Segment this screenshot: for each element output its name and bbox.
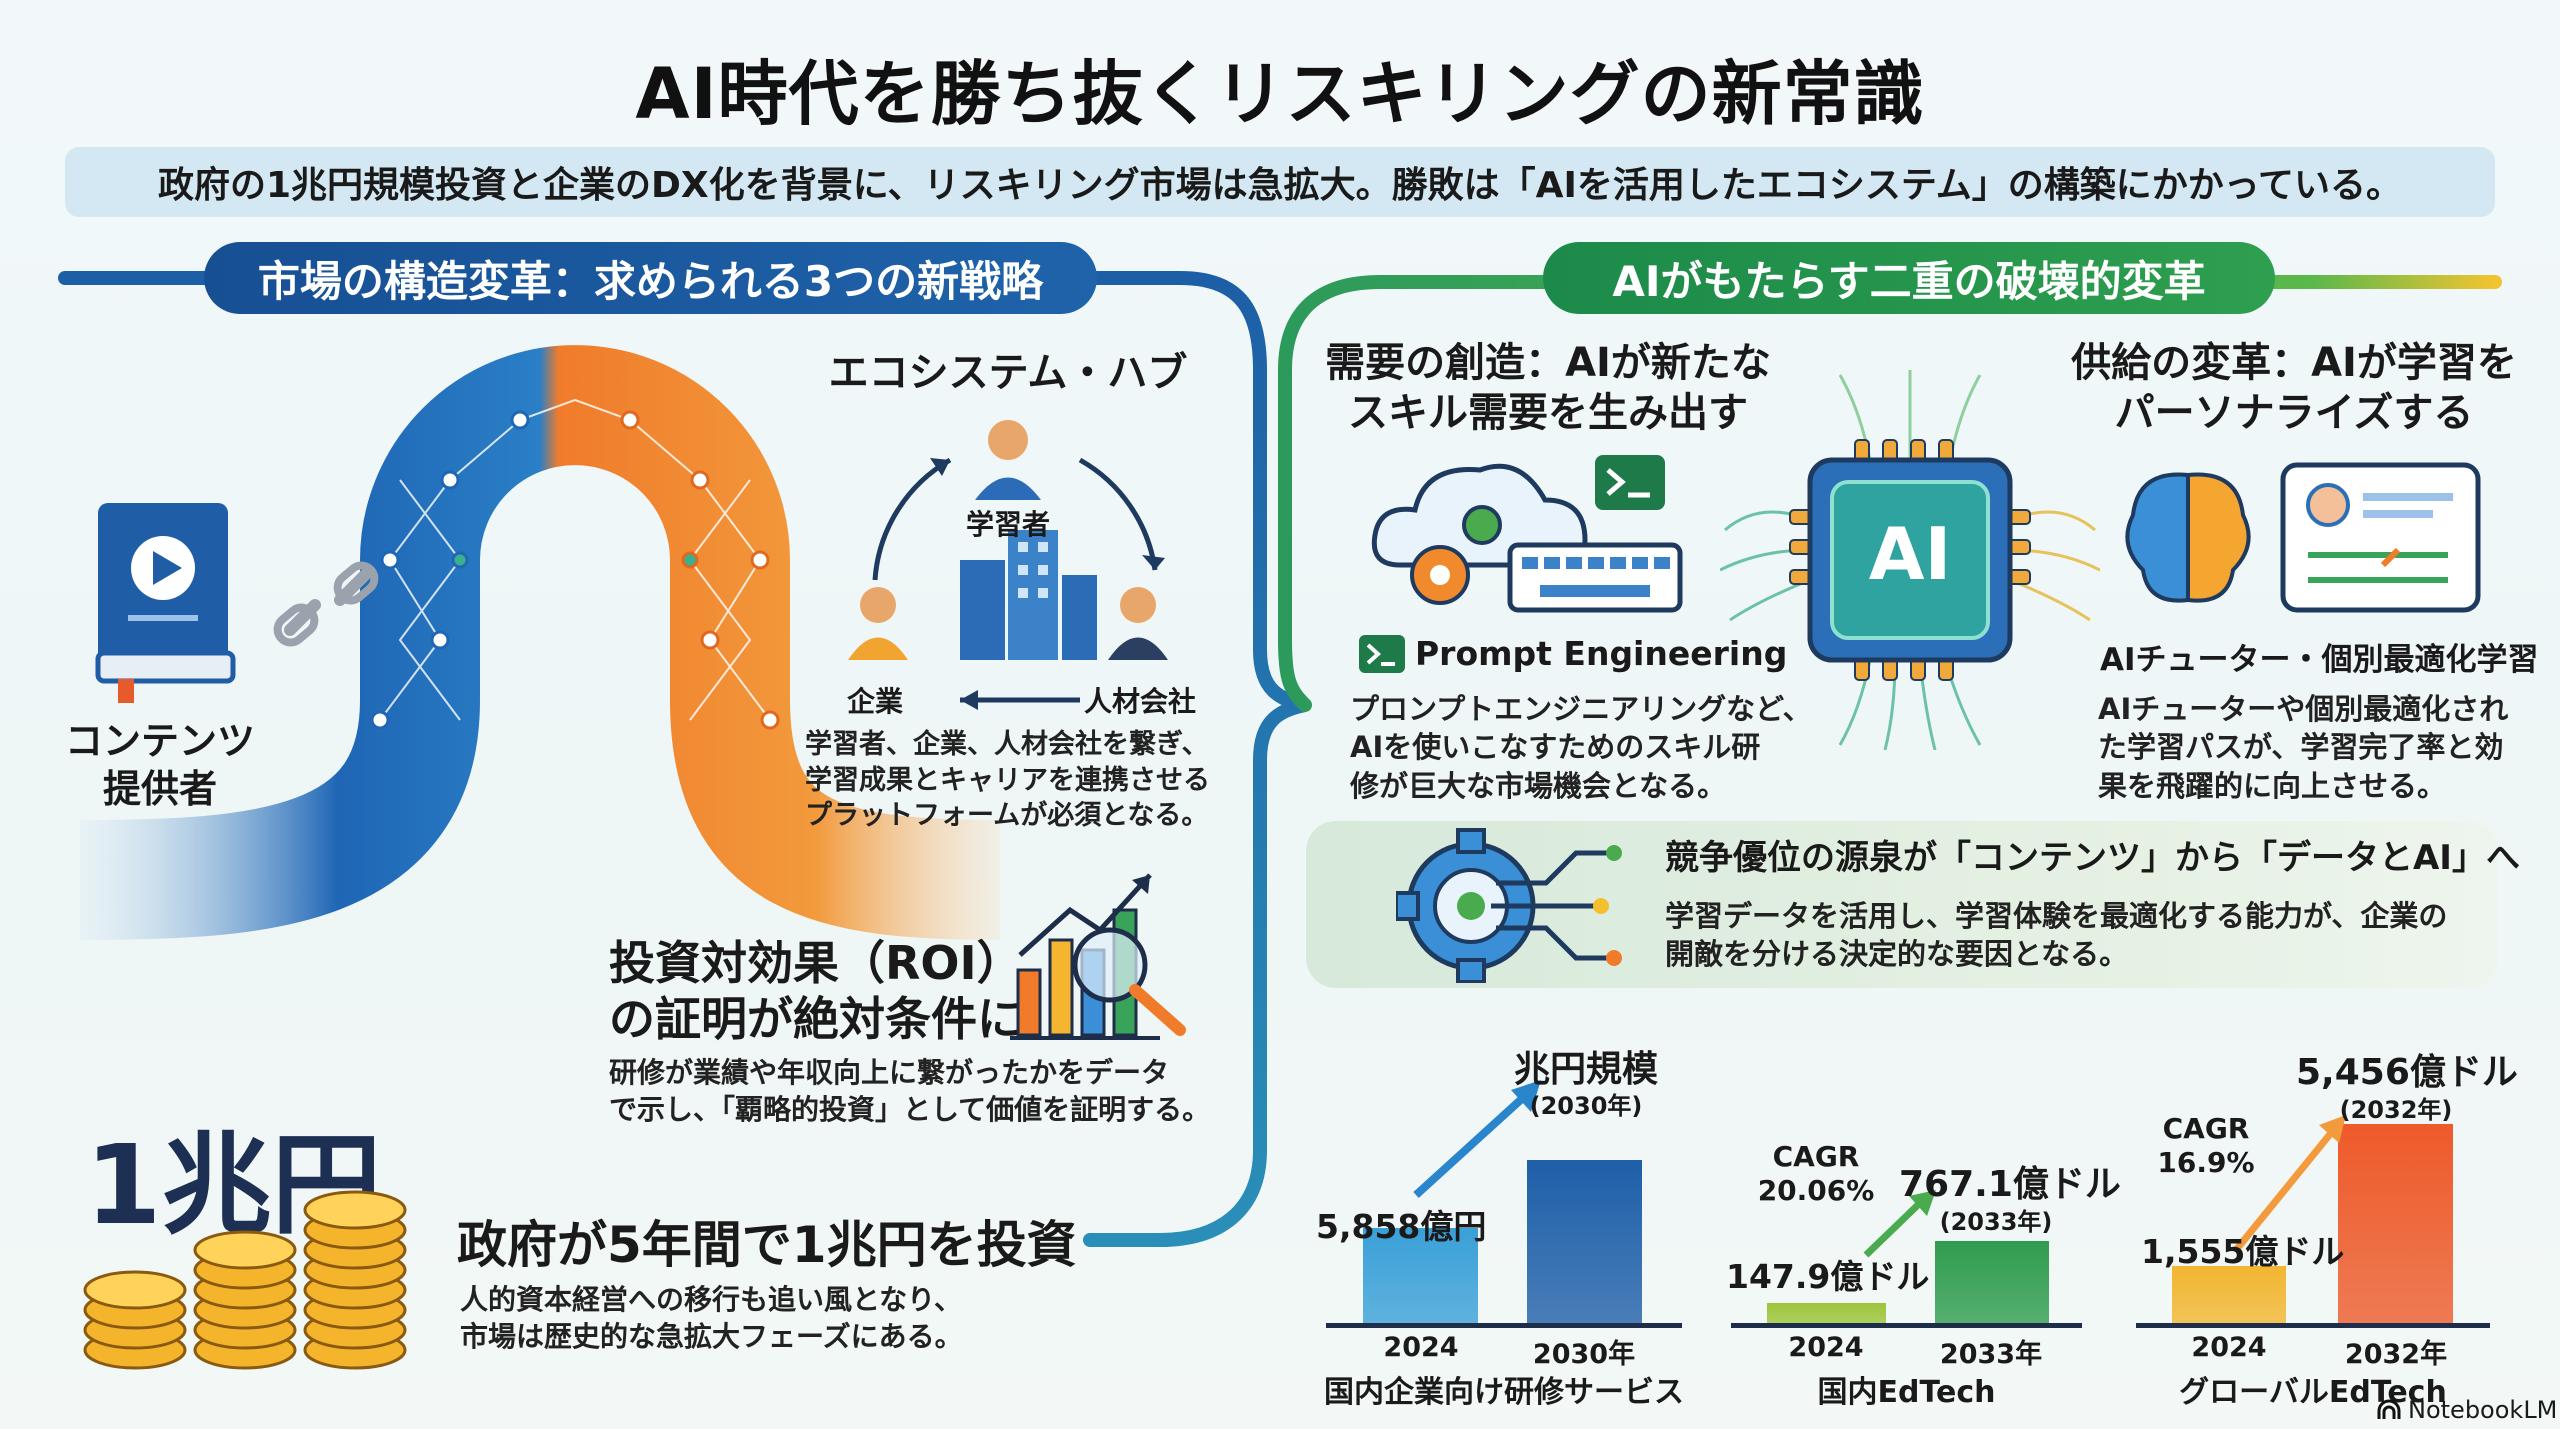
roi-desc-line: 研修が業績や年収向上に繋がったかをデータ xyxy=(609,1056,1170,1089)
ecosystem-cycle-icon xyxy=(848,420,1168,710)
hub-node-hr-company: 人材会社 xyxy=(1083,685,1196,718)
roi-chart-magnifier-icon xyxy=(1010,873,1186,1040)
right-section-title: AIがもたらす二重の破壊的変革 xyxy=(1543,242,2275,314)
prompt-engineering-label: Prompt Engineering xyxy=(1415,634,1788,673)
demand-description: プロンプトエンジニアリングなど、 AIを使いこなすためのスキル研 修が巨大な市場… xyxy=(1350,690,1812,805)
hub-desc-line: プラットフォームが必須となる。 xyxy=(805,800,1209,832)
cagr-label: CAGR xyxy=(2162,1112,2250,1145)
roi-title-line: 投資対効果（ROI） xyxy=(609,936,1023,990)
demand-desc-line: AIを使いこなすためのスキル研 xyxy=(1350,730,1761,765)
subtitle-banner: 政府の1兆円規模投資と企業のDX化を背景に、リスキリング市場は急拡大。勝敗は「A… xyxy=(65,147,2495,217)
value-sublabel-2033: (2033年) xyxy=(1939,1208,2053,1236)
demand-title-line: 需要の創造：AIが新たな xyxy=(1325,340,1771,386)
roi-title: 投資対効果（ROI） の証明が絶対条件に xyxy=(609,935,1023,1047)
hub-description: 学習者、企業、人材会社を繋ぎ、 学習成果とキャリアを連携させる プラットフォーム… xyxy=(805,727,1245,834)
hub-desc-line: 学習成果とキャリアを連携させる xyxy=(805,764,1210,796)
chart-title: 国内企業向け研修サービス xyxy=(1324,1375,1684,1410)
chart-domestic-edtech: CAGR 20.06% 147.9億ドル 767.1億ドル (2033年) 20… xyxy=(1726,1040,2121,1410)
roi-description: 研修が業績や年収向上に繋がったかをデータ で示し、「覇略的投資」として価値を証明… xyxy=(609,1055,1210,1129)
value-label-2032: 5,456億ドル xyxy=(2296,1052,2518,1093)
chart-baseline xyxy=(2136,1323,2490,1328)
gov-desc-line: 市場は歴史的な急拡大フェーズにある。 xyxy=(460,1319,963,1353)
book-video-icon xyxy=(95,503,236,703)
supply-desc-line: AIチューターや個別最適化され xyxy=(2098,692,2509,726)
supply-desc-line: た学習パスが、学習完了率と効 xyxy=(2098,730,2504,765)
supply-title-line: パーソナライズする xyxy=(2114,390,2474,436)
value-label-2024: 147.9億ドル xyxy=(1726,1257,1930,1296)
supply-title: 供給の変革：AIが学習を パーソナライズする xyxy=(2064,338,2524,438)
x-tick-2024: 2024 xyxy=(1383,1332,1459,1363)
terminal-icon xyxy=(1359,635,1405,673)
gear-circuit-icon xyxy=(1396,828,1622,983)
cagr-label: CAGR xyxy=(1772,1140,1860,1173)
x-tick-2024: 2024 xyxy=(1788,1332,1864,1363)
cagr-value: 16.9% xyxy=(2157,1146,2255,1179)
content-provider-line2: 提供者 xyxy=(102,766,217,811)
value-label-2030: 兆円規模 xyxy=(1513,1049,1658,1090)
notebooklm-watermark: NotebookLM xyxy=(2376,1396,2557,1424)
value-sublabel-2030: (2030年) xyxy=(1529,1092,1643,1120)
cloud-gear-keyboard-icon xyxy=(1371,455,1683,613)
ai-tutor-label: AIチューター・個別最適化学習 xyxy=(2100,642,2539,678)
chart-baseline xyxy=(1326,1323,1682,1328)
demand-title-line: スキル需要を生み出す xyxy=(1348,390,1748,436)
chart-domestic-training: 5,858億円 兆円規模 (2030年) 2024 2030年 国内企業向け研修… xyxy=(1316,1040,1684,1410)
hub-node-company: 企業 xyxy=(846,685,903,718)
advantage-description: 学習データを活用し、学習体験を最適化する能力が、企業の 開敵を分ける決定的な要因… xyxy=(1665,897,2447,974)
notebooklm-logo-icon xyxy=(2377,1399,2401,1419)
bar-2024 xyxy=(1767,1303,1886,1323)
page-title: AI時代を勝ち抜くリスキリングの新常識 xyxy=(635,53,1925,135)
demand-desc-line: プロンプトエンジニアリングなど、 xyxy=(1350,692,1812,726)
growth-arrow xyxy=(1413,1080,1541,1198)
cagr-value: 20.06% xyxy=(1757,1174,1875,1207)
bar-2024 xyxy=(1363,1227,1478,1323)
gov-desc-line: 人的資本経営への移行も追い風となり、 xyxy=(460,1283,963,1316)
left-section-title: 市場の構造変革：求められる3つの新戦略 xyxy=(204,242,1097,314)
bar-2030 xyxy=(1527,1160,1642,1323)
x-tick-2032: 2032年 xyxy=(2344,1339,2448,1370)
advantage-title: 競争優位の源泉が「コンテンツ」から「データとAI」へ xyxy=(1665,838,2520,878)
gov-investment-description: 人的資本経営への移行も追い風となり、 市場は歴史的な急拡大フェーズにある。 xyxy=(460,1282,963,1356)
gov-investment-title: 政府が5年間で1兆円を投資 xyxy=(457,1216,1077,1274)
ai-chip-icon xyxy=(1720,370,2100,750)
brain-personalized-screen-icon xyxy=(2125,462,2481,613)
chart-title: グローバルEdTech xyxy=(2179,1375,2447,1410)
growth-arrow xyxy=(1863,1190,1936,1258)
hub-title: エコシステム・ハブ xyxy=(828,350,1188,396)
chart-global-edtech: CAGR 16.9% 1,555億ドル 5,456億ドル (2032年) 202… xyxy=(2136,1040,2518,1410)
value-label-2033: 767.1億ドル xyxy=(1899,1164,2121,1205)
coin-stacks-icon xyxy=(83,1190,407,1370)
x-tick-2030: 2030年 xyxy=(1532,1339,1636,1370)
ai-chip-label: AI xyxy=(1868,512,1952,596)
watermark-text: NotebookLM xyxy=(2408,1396,2558,1424)
bar-2033 xyxy=(1935,1241,2049,1323)
growth-arrow xyxy=(2233,1115,2346,1253)
chart-baseline xyxy=(1731,1323,2082,1328)
hub-node-learner: 学習者 xyxy=(965,508,1050,541)
value-label-2024: 1,555億ドル xyxy=(2141,1232,2345,1271)
supply-title-line: 供給の変革：AIが学習を xyxy=(2071,340,2517,386)
supply-desc-line: 果を飛躍的に向上させる。 xyxy=(2098,768,2447,803)
hub-desc-line: 学習者、企業、人材会社を繋ぎ、 xyxy=(805,729,1209,760)
demand-desc-line: 修が巨大な市場機会となる。 xyxy=(1350,768,1727,803)
bar-2032 xyxy=(2338,1124,2453,1323)
roi-title-line: の証明が絶対条件に xyxy=(609,992,1023,1047)
value-sublabel-2032: (2032年) xyxy=(2339,1096,2453,1124)
content-provider-label: コンテンツ 提供者 xyxy=(40,718,280,813)
chart-title: 国内EdTech xyxy=(1817,1375,1996,1410)
x-tick-2024: 2024 xyxy=(2191,1332,2267,1363)
broken-link-icon xyxy=(273,561,379,647)
demand-title: 需要の創造：AIが新たな スキル需要を生み出す xyxy=(1318,338,1778,438)
x-tick-2033: 2033年 xyxy=(1939,1339,2043,1370)
bar-2024 xyxy=(2172,1266,2286,1323)
content-provider-line1: コンテンツ xyxy=(64,719,255,763)
advantage-desc-line: 開敵を分ける決定的な要因となる。 xyxy=(1665,937,2129,972)
roi-desc-line: で示し、「覇略的投資」として価値を証明する。 xyxy=(609,1092,1211,1126)
supply-description: AIチューターや個別最適化され た学習パスが、学習完了率と効 果を飛躍的に向上さ… xyxy=(2098,690,2508,805)
advantage-desc-line: 学習データを活用し、学習体験を最適化する能力が、企業の xyxy=(1665,899,2448,933)
value-label-2024: 5,858億円 xyxy=(1316,1207,1487,1246)
